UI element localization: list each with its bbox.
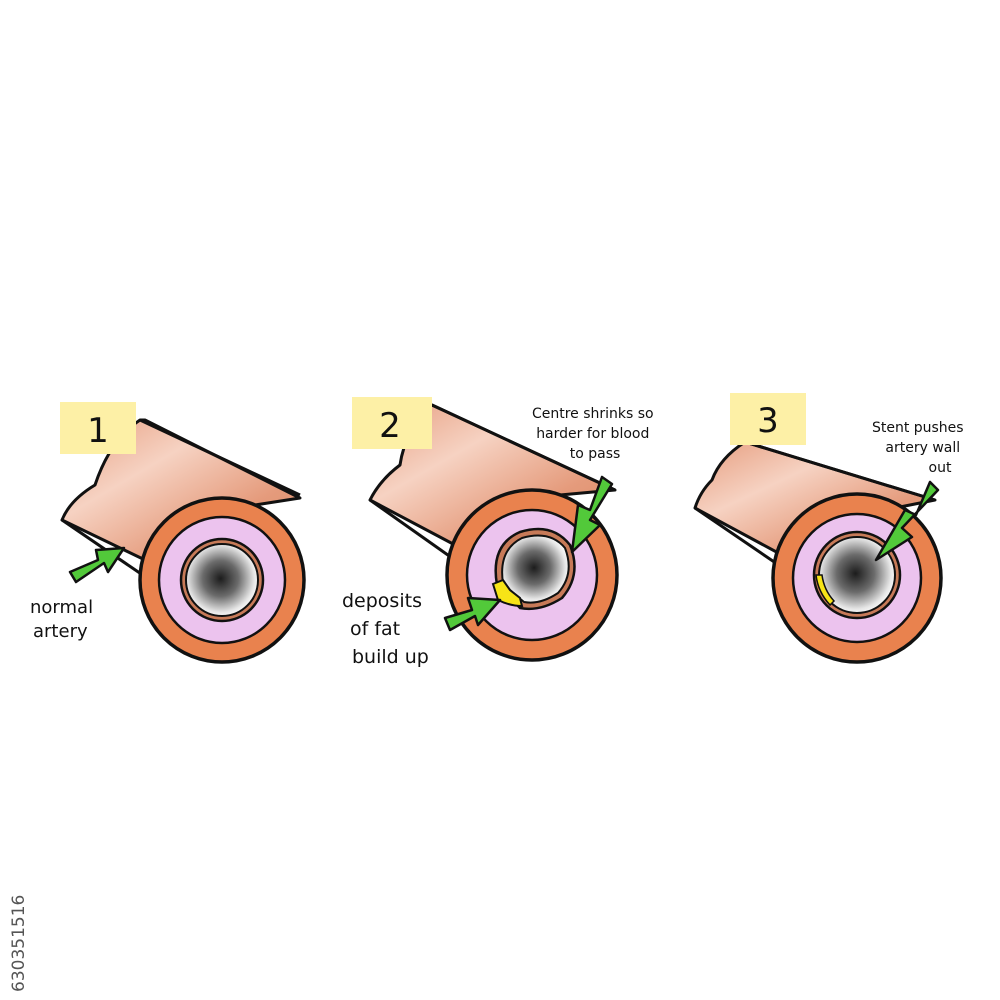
panel-number: 2 [379, 406, 401, 446]
panel-label: normal artery [30, 597, 99, 642]
panel-number-tag [60, 402, 136, 454]
panel-3: 3 Stent pushes artery wall out [693, 393, 968, 664]
panel-number: 3 [757, 401, 779, 441]
artery-lumen [185, 543, 259, 617]
panel-number-tag [352, 397, 432, 449]
pointer-arrow-icon [68, 546, 126, 584]
pointer-arrow-icon [874, 480, 940, 562]
panel-label: deposits of fat build up [342, 590, 429, 668]
panel-label: Stent pushes artery wall out [872, 420, 968, 476]
svg-text:630351516: 630351516 [9, 895, 29, 992]
panel-number-tag [730, 393, 806, 445]
stent [815, 574, 836, 607]
panel-number: 1 [87, 411, 109, 451]
panel-1: 1 normal artery [30, 402, 306, 664]
artery-lumen [501, 534, 570, 604]
watermark: 630351516 [9, 895, 29, 992]
panel-2: 2 deposits of fat build up Centre shrink… [342, 397, 658, 668]
pointer-arrow-icon [570, 475, 614, 554]
pointer-arrow-icon [443, 596, 502, 632]
panel-label-secondary: Centre shrinks so harder for blood to pa… [532, 406, 658, 462]
